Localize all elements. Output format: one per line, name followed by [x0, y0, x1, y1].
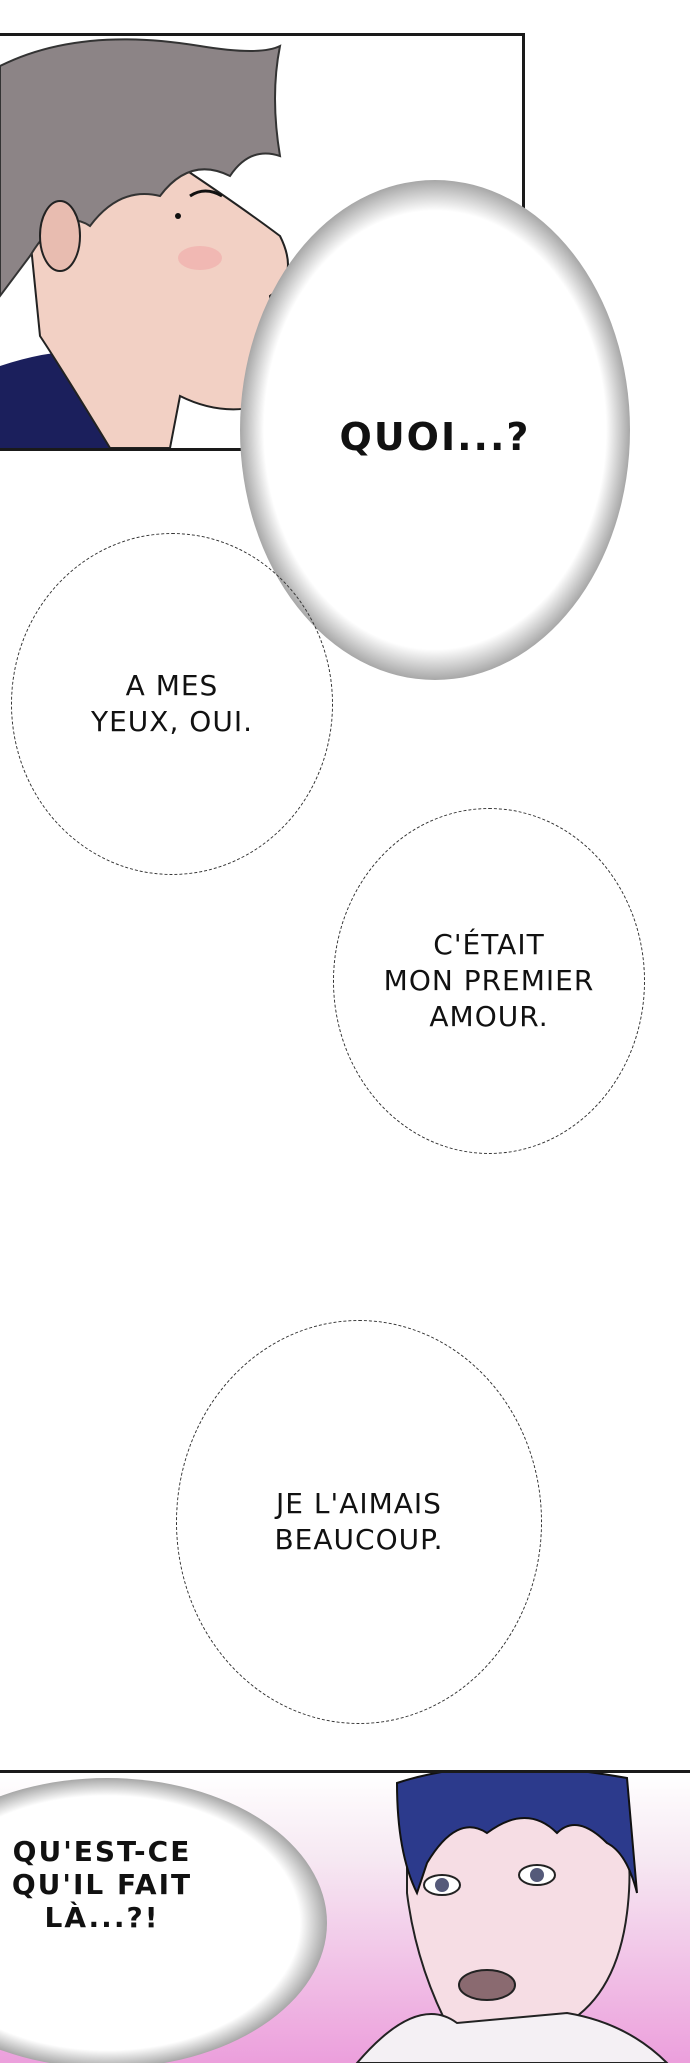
character-profile-illustration — [0, 38, 289, 448]
thought-bubble-3: JE L'AIMAIS BEAUCOUP. — [176, 1320, 542, 1724]
speech-text-quoi: QUOI...? — [339, 415, 531, 459]
comic-panel-bottom: QU'EST-CE QU'IL FAIT LÀ...?! — [0, 1770, 690, 2063]
thought-bubble-1: A MES YEUX, OUI. — [11, 533, 333, 875]
bubble-text: A MES YEUX, OUI. — [91, 669, 253, 738]
thought-bubble-2: C'ÉTAIT MON PREMIER AMOUR. — [333, 808, 645, 1154]
speech-bubble-burst-top — [240, 180, 630, 680]
character-surprised-illustration — [355, 1773, 669, 2063]
bubble-text: JE L'AIMAIS BEAUCOUP. — [274, 1487, 444, 1556]
speech-text-question: QU'EST-CE QU'IL FAIT LÀ...?! — [11, 1835, 193, 1934]
bubble-text: C'ÉTAIT MON PREMIER AMOUR. — [383, 928, 595, 1033]
